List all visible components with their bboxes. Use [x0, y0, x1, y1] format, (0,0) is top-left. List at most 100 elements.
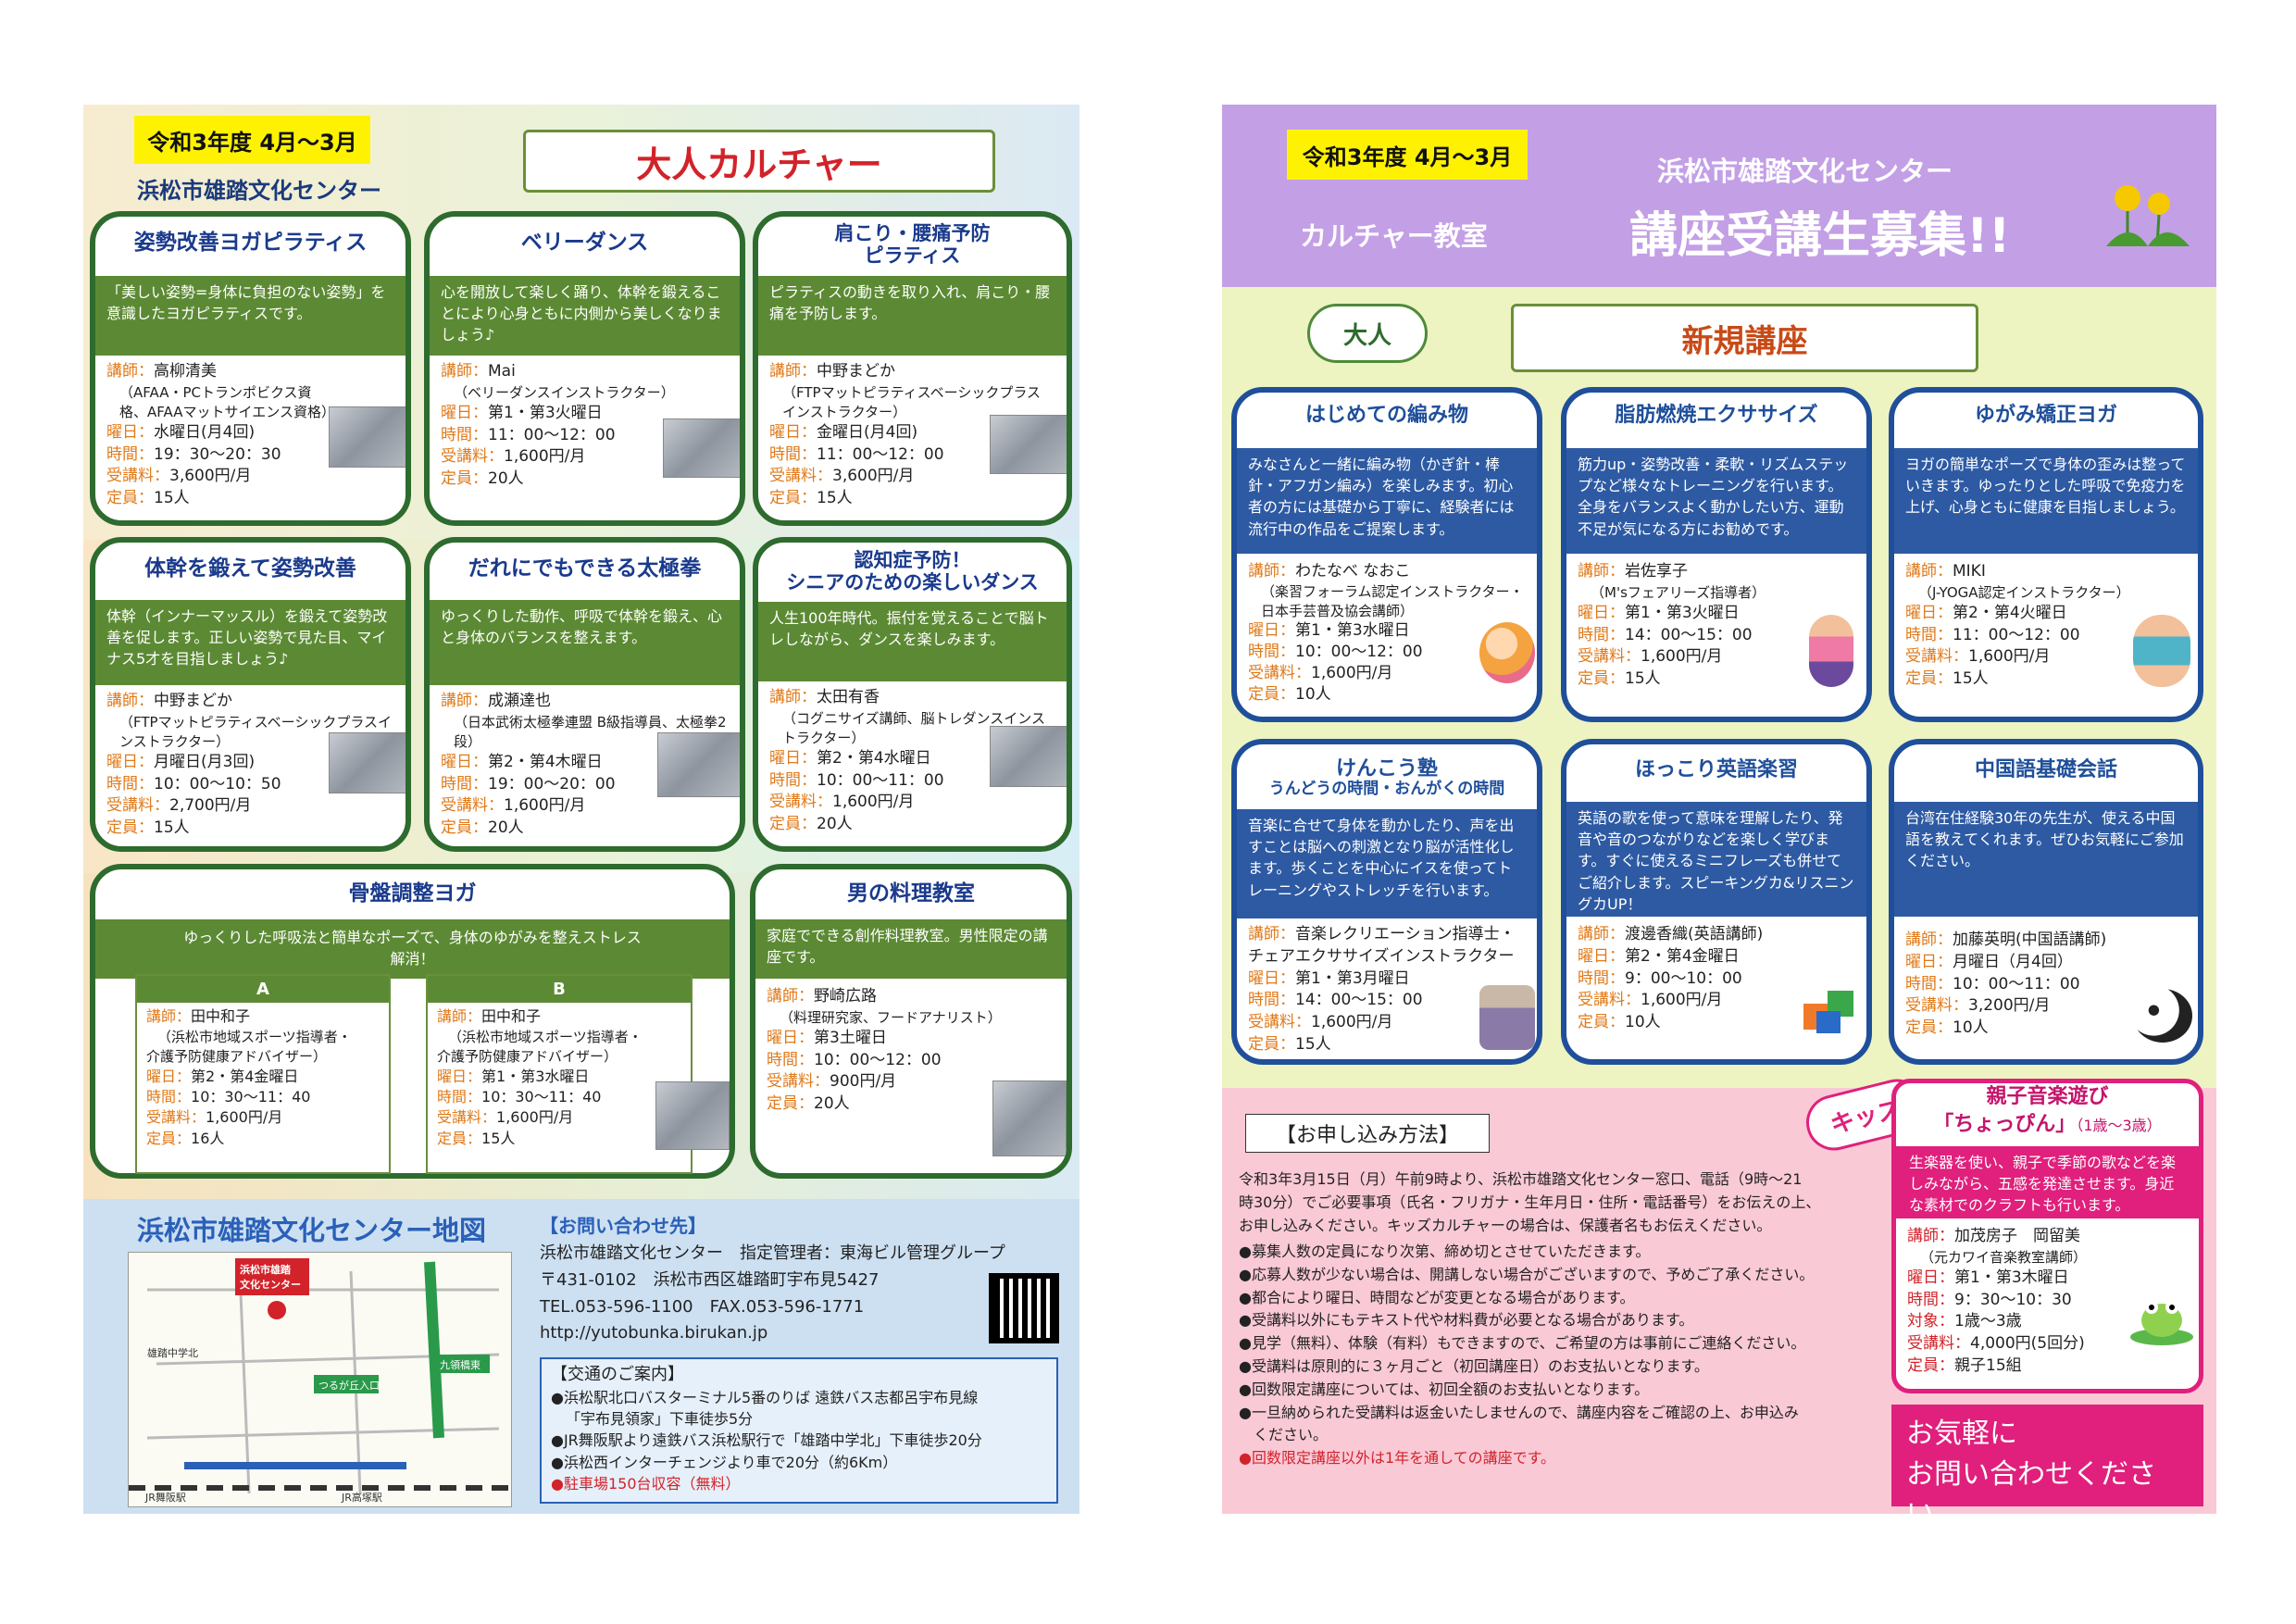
right-labels-fee: 受講料： [1578, 991, 1641, 1010]
ctitle: だれにでもできる太極拳 [430, 543, 740, 594]
course-card-pilates: 肩こり・腰痛予防ピラティス ピラティスの動きを取り入れ、肩こり・腰痛を予防します… [753, 211, 1072, 526]
map-label-center-1: 浜松市雄踏 [240, 1263, 292, 1276]
right-labels-time: 時間： [1578, 625, 1625, 644]
transport-box: 【交通のご案内】 ●浜松駅北口バスターミナル5番のりば 遠鉄バス志都呂宇布見線 … [540, 1357, 1058, 1504]
kids-desc: 生楽器を使い、親子で季節の歌などを楽しみながら、五感を発達させます。身近な素材で… [1896, 1146, 2199, 1218]
left-labels-capacity: 定員： [146, 1129, 192, 1147]
cbody: 講師：MIKI （J-YOGA認定インストラクター） 曜日：第2・第4火曜日 時… [1894, 557, 2198, 694]
row: 時間：14：00〜15：00 [1248, 990, 1526, 1012]
right-labels-fee: 受講料： [1248, 1013, 1311, 1032]
row: 曜日：月曜日(月3回) [106, 752, 394, 774]
left-labels-teacher: 講師： [106, 362, 154, 381]
right-courses-1-title: 脂肪燃焼エクササイズ [1615, 404, 1818, 428]
left-labels-time: 時間： [437, 1087, 482, 1106]
ctitle: 脂肪燃焼エクササイズ [1566, 393, 1866, 439]
row: 受講料：1,600円/月 [441, 446, 729, 468]
right-courses-3-capacity: 15人 [1295, 1034, 1331, 1054]
right-apply-text-2: お申し込みください。キッズカルチャーの場合は、保護者名もお伝えください。 [1239, 1216, 1772, 1234]
left-kotsuban-b-fee: 1,600円/月 [496, 1108, 574, 1127]
map-label-center-2: 文化センター [240, 1278, 301, 1291]
course-card-chinese: 中国語基礎会話 台湾在住経験30年の先生が、使える中国語を教えてくれます。ぜひお… [1889, 739, 2203, 1065]
right-courses-0-day: 第1・第3水曜日 [1295, 620, 1410, 640]
left-kotsuban-a-teacher: 田中和子 [191, 1007, 251, 1026]
right-courses-5-title: 中国語基礎会話 [1974, 758, 2117, 782]
row: 講師：わたなべ なおこ [1248, 561, 1526, 582]
left-kotsuban-b-note2: 介護予防健康アドバイザー） [437, 1047, 618, 1065]
left-courses-5-teacher: 太田有香 [817, 688, 880, 706]
right-courses-0-desc: みなさんと一緒に編み物（かぎ針・棒針・アフガン編み）を楽しみます。初心者の方には… [1237, 448, 1537, 554]
right-kids-teacher: 加茂房子 岡留美 [1954, 1227, 2080, 1245]
right-courses-3-day: 第1・第3月曜日 [1295, 968, 1410, 988]
row: 講師：渡邊香織(英語講師) [1578, 924, 1855, 946]
right-labels-teacher: 講師： [1248, 562, 1295, 581]
map-title: 浜松市雄踏文化センター地図 [137, 1215, 487, 1246]
right-notes-1: ●応募人数が少ない場合は、開講しない場合がございますので、予めご了承ください。 [1239, 1265, 1815, 1283]
right-apply-text-0: 令和3年3月15日（月）午前9時より、浜松市雄踏文化センター窓口、電話（9時〜2… [1239, 1170, 1803, 1188]
course-desc: 体幹（インナーマッスル）を鍛えて姿勢改善を促します。正しい姿勢で見た目、マイナス… [95, 600, 406, 685]
row: 時間：10：30〜11：40 [437, 1087, 681, 1107]
row: 講師：MIKI [1905, 561, 2187, 583]
row: 受講料：1,600円/月 [437, 1107, 681, 1128]
course-card-cooking: 男の料理教室 家庭でできる創作料理教室。男性限定の講座です。 講師：野崎広路 （… [750, 864, 1072, 1179]
right-courses-2-teacher: MIKI [1953, 562, 1986, 581]
right-courses-2-desc: ヨガの簡単なポーズで身体の歪みは整っていきます。ゆったりとした呼吸で免疫力を上げ… [1894, 448, 2198, 554]
left-labels-capacity: 定員： [106, 818, 154, 838]
contact-url[interactable]: http://yutobunka.birukan.jp [540, 1323, 768, 1343]
left-kotsuban-a-note1: （浜松市地域スポーツ指導者・ [157, 1028, 352, 1045]
left-labels-teacher: 講師： [769, 688, 817, 706]
left-labels-day: 曜日： [441, 752, 488, 771]
cta-box: お気軽に お問い合わせください。 [1891, 1405, 2203, 1530]
left-labels-day: 曜日： [106, 752, 154, 771]
row: 定員：15人 [769, 488, 1055, 510]
adult-tag: 大人 [1307, 304, 1428, 363]
row: 講師：加藤英明(中国語講師) [1905, 930, 2187, 952]
left-labels-day: 曜日： [106, 422, 154, 442]
right-courses-5-time: 10：00〜11：00 [1953, 974, 2080, 993]
left-courses-2-time: 11：00〜12：00 [817, 444, 944, 464]
apply-head: 【お申し込み方法】 [1245, 1114, 1490, 1153]
new-course-title: 新規講座 [1511, 304, 1978, 372]
row: 講師：田中和子 [437, 1006, 681, 1027]
row: 受講料：900円/月 [767, 1071, 1055, 1093]
left-courses-3-day: 月曜日(月3回) [154, 752, 256, 771]
map-label-kuryo: 九領橋東 [440, 1358, 480, 1371]
row: 受講料：3,600円/月 [769, 466, 1055, 488]
left-courses-2-capacity: 15人 [817, 489, 853, 508]
row: 定員：15人 [1248, 1034, 1526, 1056]
left-courses-5-day: 第2・第4水曜日 [817, 748, 931, 768]
left-labels-day: 曜日： [769, 748, 817, 768]
cbody: 講師：中野まどか （FTPマットピラティスベーシックプラスインストラクター） 曜… [758, 357, 1067, 514]
right-kids-day: 第1・第3木曜日 [1954, 1268, 2069, 1287]
culture-label: カルチャー教室 [1300, 220, 1488, 252]
right-courses-2-time: 11：00〜12：00 [1953, 625, 2080, 644]
left-courses-4-fee: 1,600円/月 [504, 796, 586, 816]
class-photo [655, 1081, 730, 1150]
row: 講師：音楽レクリエーション指導士・ [1248, 924, 1526, 946]
row: 曜日：第1・第3火曜日 [441, 403, 729, 425]
right-labels-capacity: 定員： [1578, 1013, 1625, 1032]
right-labels-day: 曜日： [1248, 620, 1295, 640]
left-courses-3-teacher-note: （FTPマットピラティスベーシックプラスインストラクター） [119, 713, 393, 750]
right-cta2: お問い合わせください。 [1906, 1457, 2156, 1531]
right-courses-0-capacity: 10人 [1295, 685, 1331, 705]
row: 定員：10人 [1248, 684, 1526, 706]
left-labels-capacity: 定員： [769, 489, 817, 508]
right-kids-time: 9：30〜10：30 [1954, 1290, 2072, 1309]
right-kids-fee: 4,000円(5回分) [1970, 1334, 2085, 1354]
left-labels-fee: 受講料： [441, 447, 504, 467]
row: 定員：20人 [441, 818, 729, 840]
cbody: 講師：野崎広路 （料理研究家、フードアナリスト） 曜日：第3土曜日 時間：10：… [755, 982, 1067, 1119]
left-courses-3-teacher: 中野まどか [154, 692, 232, 710]
right-labels-teacher: 講師： [1578, 562, 1625, 581]
left-labels-teacher: 講師： [769, 362, 817, 381]
right-labels-teacher: 講師： [1578, 925, 1625, 943]
left-courses-0-fee: 3,600円/月 [169, 467, 252, 486]
left-labels-capacity: 定員： [106, 489, 154, 508]
course-card-fat-burn: 脂肪燃焼エクササイズ 筋力up・姿勢改善・柔軟・リズムステップなど様々なトレーニ… [1561, 387, 1872, 722]
left-courses-4-time: 19：00〜20：00 [488, 774, 616, 793]
right-courses-1-day: 第1・第3火曜日 [1625, 603, 1740, 622]
left-labels-teacher: 講師： [106, 692, 154, 710]
row: 曜日：第1・第3木曜日 [1907, 1268, 2188, 1290]
ctitle: 男の料理教室 [755, 869, 1067, 918]
contact-line1: 浜松市雄踏文化センター 指定管理者：東海ビル管理グループ [540, 1243, 1005, 1263]
